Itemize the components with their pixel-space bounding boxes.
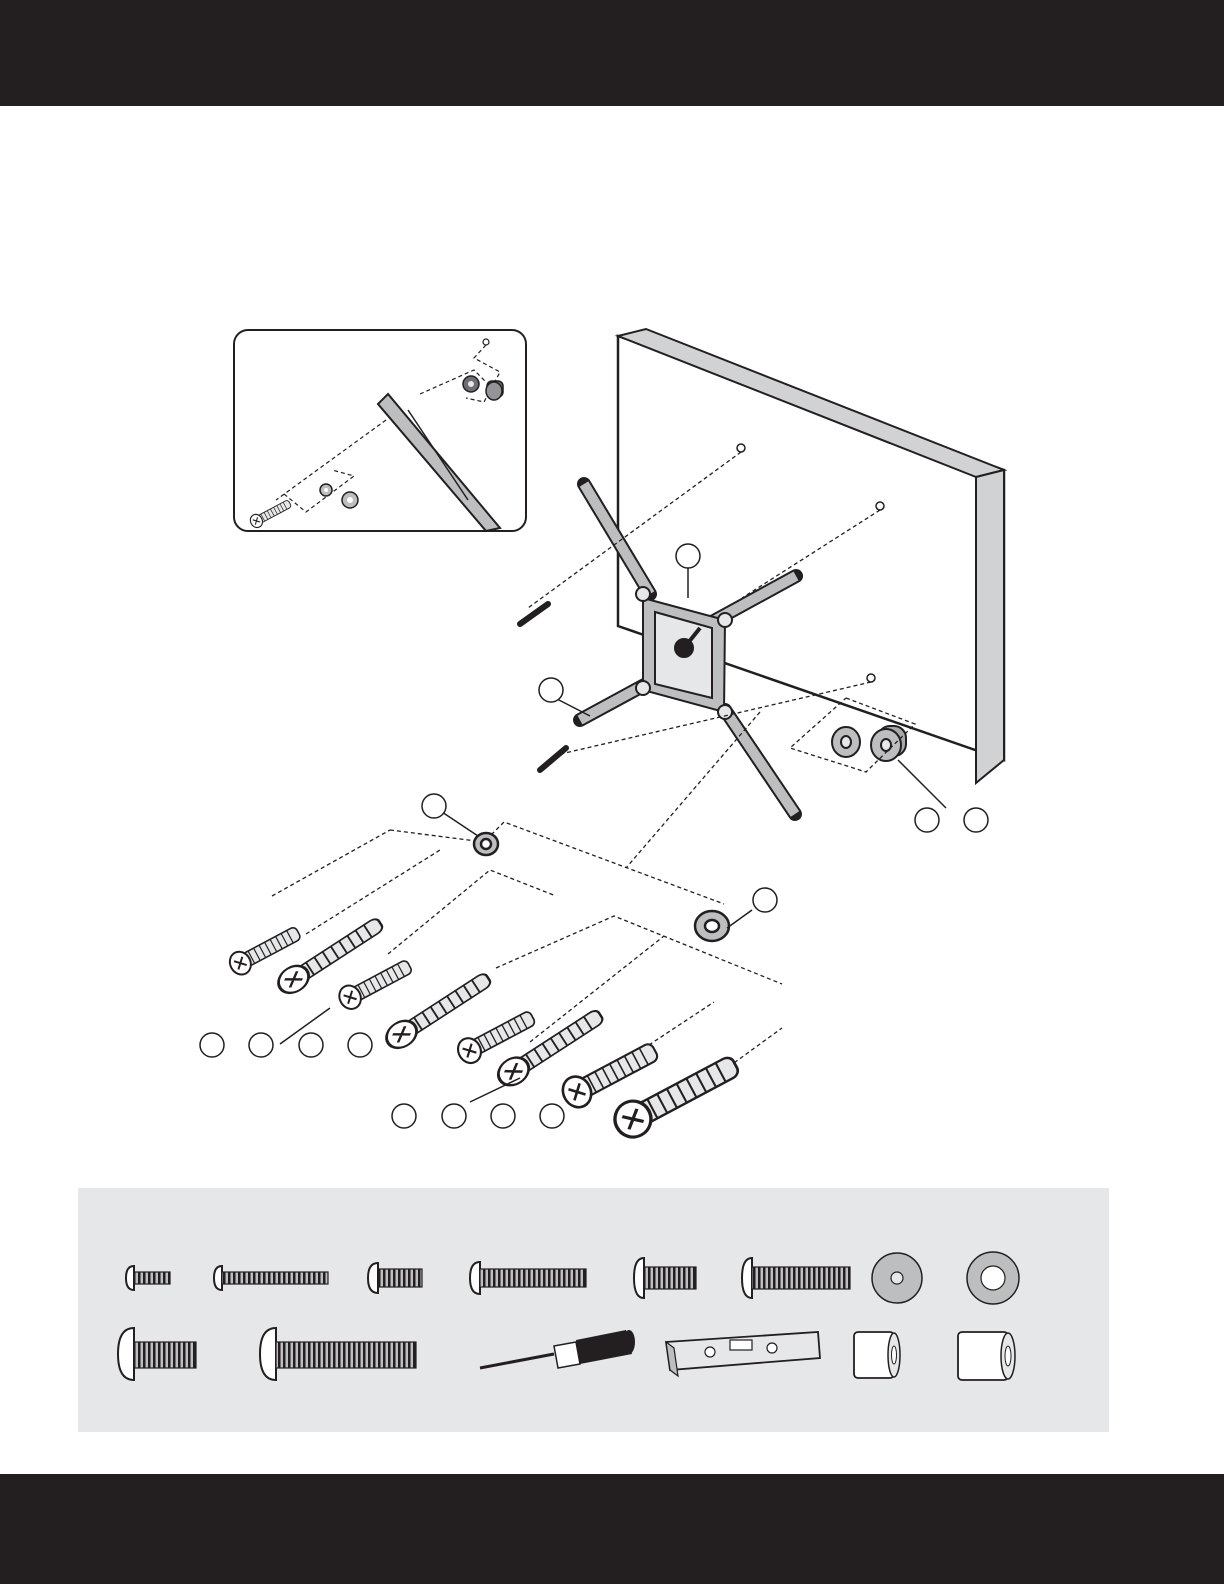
long-screw-icon: [214, 1266, 328, 1290]
callout-circle: [539, 678, 563, 702]
callout-circle: [676, 544, 700, 568]
callout-circle: [442, 1104, 466, 1128]
wall-hole-icon: [867, 674, 875, 682]
spacer-icon: [958, 1332, 1015, 1380]
bubble-level-icon: [666, 1332, 820, 1376]
callout-circle: [540, 1104, 564, 1128]
callout-circle: [392, 1104, 416, 1128]
short-screw-icon: [126, 1266, 170, 1290]
wall-hole-icon: [737, 444, 745, 452]
callout-circle: [753, 888, 777, 912]
short-screw-icon: [118, 1328, 196, 1380]
washer-icon: [967, 1252, 1019, 1304]
callout-circle: [491, 1104, 515, 1128]
spacer-icon: [854, 1332, 900, 1378]
callout-circle: [422, 794, 446, 818]
short-screw-icon: [368, 1263, 422, 1293]
callout-circle: [964, 808, 988, 832]
wall-hole-icon: [876, 502, 884, 510]
callout-circle: [348, 1033, 372, 1057]
washers: [474, 833, 729, 941]
long-screw-icon: [742, 1258, 850, 1298]
inset-detail: [234, 330, 526, 531]
short-screw-icon: [634, 1258, 696, 1298]
washer-icon: [872, 1253, 922, 1303]
long-screw-icon: [470, 1262, 586, 1294]
callout-circle: [249, 1033, 273, 1057]
screwdriver-icon: [480, 1330, 635, 1368]
callout-circle: [200, 1033, 224, 1057]
screw-set: [226, 913, 744, 1144]
callout-circle: [299, 1033, 323, 1057]
hardware-panel: [78, 1188, 1109, 1432]
callout-circle: [915, 808, 939, 832]
footer-bar: [0, 1474, 1224, 1584]
long-screw-icon: [260, 1328, 416, 1380]
hardware-list: [78, 1188, 1109, 1432]
